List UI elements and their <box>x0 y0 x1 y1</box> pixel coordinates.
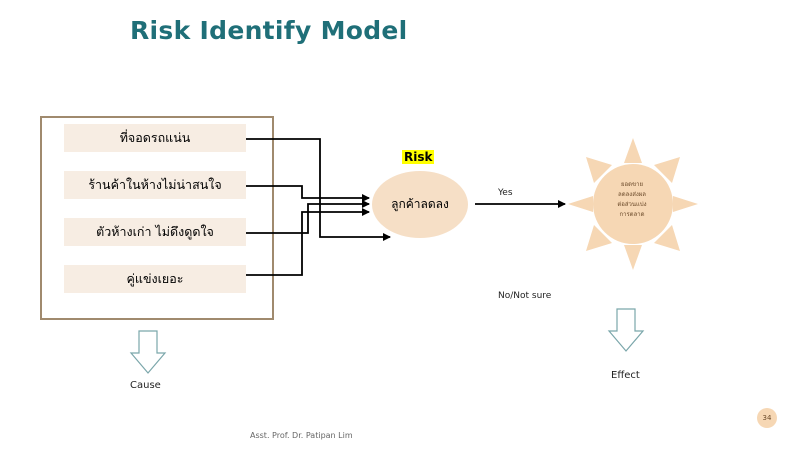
effect-line: ลดลงส่งผล <box>618 191 646 198</box>
cause-item: ตัวห้างเก่า ไม่ดึงดูดใจ <box>64 218 246 246</box>
no-not-sure-label: No/Not sure <box>498 291 552 301</box>
effect-label: Effect <box>611 370 640 381</box>
risk-node-text: ลูกค้าลดลง <box>391 197 449 211</box>
page-number-badge: 34 <box>757 408 777 428</box>
connector-arrow <box>246 208 370 276</box>
risk-node: ลูกค้าลดลง <box>372 171 468 238</box>
yes-label: Yes <box>498 188 513 198</box>
connector-arrow <box>246 200 370 234</box>
cause-label: Cause <box>130 380 161 391</box>
risk-label: Risk <box>402 150 435 164</box>
cause-box <box>40 116 274 320</box>
footer-author: Asst. Prof. Dr. Patipan Lim <box>250 431 353 440</box>
slide-title: Risk Identify Model <box>130 16 408 45</box>
effect-line: การตลาด <box>619 211 645 218</box>
cause-item: ที่จอดรถแน่น <box>64 124 246 152</box>
cause-item: ร้านค้าในห้างไม่น่าสนใจ <box>64 171 246 199</box>
connector-arrow <box>246 138 391 241</box>
effect-line: ยอดขาย <box>620 181 643 188</box>
effect-sun-icon <box>568 138 698 270</box>
cause-item: คู่แข่งเยอะ <box>64 265 246 293</box>
effect-down-arrow-icon <box>607 308 645 352</box>
cause-down-arrow-icon <box>129 330 167 374</box>
effect-line: ต่อส่วนแบ่ง <box>617 201 647 208</box>
connector-arrow <box>246 185 370 202</box>
effect-text: ยอดขาย ลดลงส่งผล ต่อส่วนแบ่ง การตลาด <box>598 180 666 220</box>
